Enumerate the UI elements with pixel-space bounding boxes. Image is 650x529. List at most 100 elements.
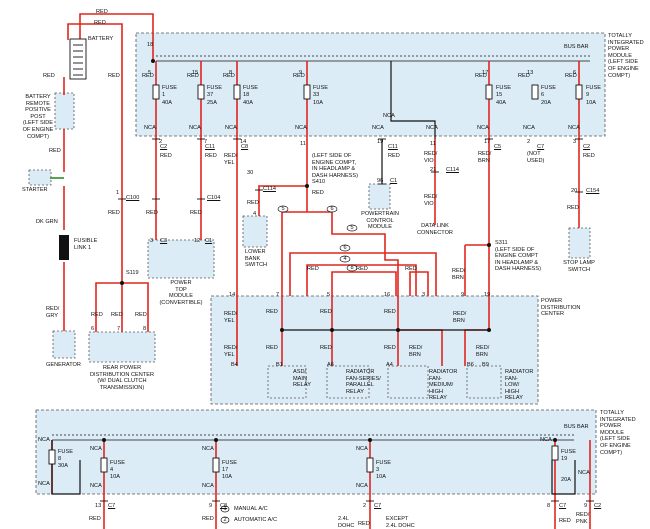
w-red-15: RED [247,200,259,206]
conn-pin20: 20 [571,188,578,194]
tipm-conn-c5: C5 [494,144,502,150]
w-red-27: RED [91,312,103,318]
fuse-18-out: NCA [225,125,237,131]
bot-conn-c8: C8 [220,503,228,509]
w-redbrn-1: RED/ BRN [452,268,466,281]
relay-asd-label: ASD/ MAIN RELAY [293,369,311,389]
connector-ticks [100,138,594,502]
fuse-37-pin: 15 [192,70,199,76]
pdc-pin-16: 16 [384,292,391,298]
fuse-18-pin: 8 [229,70,233,76]
pdc-wire-redyel-2: RED/ YEL [224,345,238,358]
generator-label: GENERATOR [46,362,81,368]
lower-bank-pin: 4 [253,211,257,217]
pcm-label: POWERTRAIN CONTROL MODULE [361,211,399,231]
tipm-pin-19: 19 [377,139,384,145]
w-red-25: RED [356,266,368,272]
fuse-6-name: FUSE 6 [541,85,556,98]
tipm-bottom-bus-bar: BUS BAR [564,424,589,430]
bot-conn-c7b: C7 [374,503,382,509]
fuse-9-pin: 6 [573,70,577,76]
fuse-6-pin: 13 [527,70,534,76]
ptm-c3: C3 [160,238,168,244]
w-red-19: RED [320,309,332,315]
nca-b8: NCA [356,483,368,489]
w-red-12: RED [565,73,577,79]
tipm-pin-11b: 11 [430,141,436,147]
fusible-link-label: FUSIBLE LINK 1 [74,238,98,251]
w-red-23: RED [384,345,396,351]
nca-b7: NCA [356,446,368,452]
ptm-label: POWER TOP MODULE (CONVERTIBLE) [159,280,203,306]
starter-box [28,169,52,186]
conn-c114b: C114 [446,167,459,173]
fuse-8-amps: 30A [58,463,68,469]
bot-pin-2: 2 [363,503,367,509]
w-red-8: RED [223,73,235,79]
w-red-10: RED [475,73,487,79]
rear-pdc-label: REAR POWER DISTRIBUTION CENTER (W/ DUAL … [89,365,155,391]
tipm-pin-3: 3 [573,139,577,145]
w-redbrn-4: RED/ BRN [476,345,490,358]
w-redbrn-3: RED/ BRN [409,345,423,358]
nca-b1: NCA [38,437,50,443]
module-boxes [28,32,606,495]
nca-extra-2: NCA [426,125,438,131]
circle-markers [220,205,358,524]
note-circle-1: 1 [223,506,227,512]
fuse-19-amps: 20A [561,477,571,483]
stop-lamp-box [568,227,591,259]
relay-med-pin: A4 [386,362,393,368]
nca-extra-1: NCA [372,125,384,131]
w-red-14: RED [190,210,202,216]
conn-pin21: 21 [430,167,437,173]
tipm-conn-c8: C8 [241,144,249,150]
fuse-18-amps: 40A [243,100,253,106]
fuse-37-out: NCA [189,125,201,131]
fuse-15-out: NCA [477,125,489,131]
relay-series-label: RADIATOR FAN-SERIES/ PARALLEL RELAY [346,369,381,395]
nca-b10: NCA [578,470,590,476]
w-red-32: RED [358,521,370,527]
w-red-1: RED [94,20,106,26]
w-red-9: RED [293,73,305,79]
tipm-wire-redbrn: RED/ BRN [478,151,492,164]
circle-marker-5: 5 [350,225,354,231]
fuse-33-name: FUSE 33 [313,85,328,98]
w-redbrn-2: RED/ BRN [453,311,467,324]
w-red-5: RED [108,210,120,216]
circle-marker-6: 8 [350,265,354,271]
tipm-bottom-title: TOTALLY INTEGRATED POWER MODULE (LEFT SI… [600,410,636,456]
w-red-26: RED [405,266,417,272]
fuse-15-amps: 40A [496,100,506,106]
battery-icon [69,38,87,80]
tipm-pin-2: 2 [159,139,163,145]
nca-extra-3: NCA [383,113,395,119]
bot-pin-9a: 9 [209,503,213,509]
tipm-wire-redyel: RED/ YEL [224,153,238,166]
tipm-wire-redvio: RED/ VIO [424,151,438,164]
conn-pin96: 96 [377,178,384,184]
fuse-6-out: NCA [523,125,535,131]
fusible-link-wire-bottom: RED/ GRY [46,306,60,319]
fuse-17-name: FUSE 17 [222,460,237,473]
fuse-33-out: NCA [295,125,307,131]
rear-pdc-pin-6: 6 [91,326,95,332]
tipm-top-title: TOTALLY INTEGRATED POWER MODULE (LEFT SI… [608,33,644,79]
fuse-33-amps: 10A [313,100,323,106]
bot-conn-c2: C2 [594,503,602,509]
fuse-1-amps: 40A [162,100,172,106]
fuse-33-pin: 9 [299,70,303,76]
conn-c100: C100 [126,195,140,201]
rear-pdc-box [88,331,156,363]
pcm-box [368,183,391,210]
relay-asd-pin: B4 [231,362,238,368]
pdc-title: POWER DISTRIBUTION CENTER [541,298,581,318]
w-red-7: RED [187,73,199,79]
tipm-wire-red-1: RED [160,153,172,159]
ptm-pin3: 3 [150,238,154,244]
w-red-24: RED [307,266,319,272]
nca-b5: NCA [202,446,214,452]
generator-box [52,330,76,359]
